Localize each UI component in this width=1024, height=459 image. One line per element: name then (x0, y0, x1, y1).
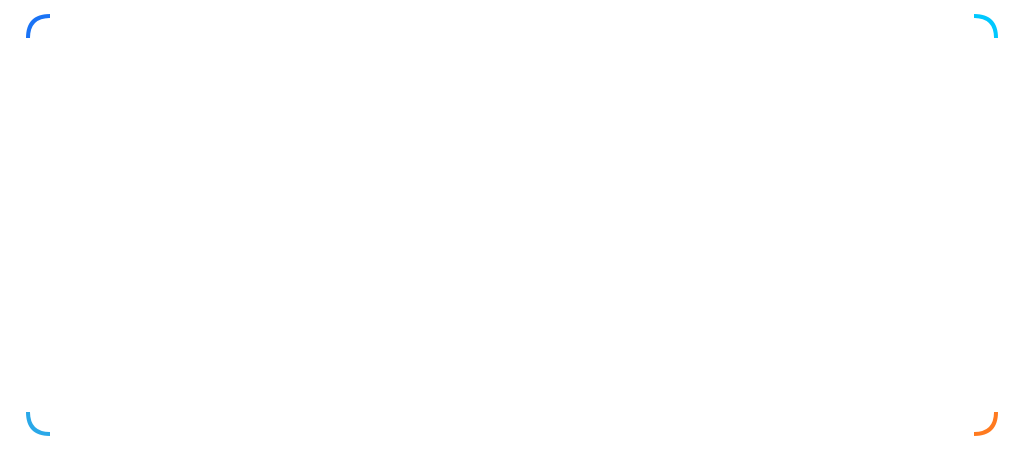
frame-bottom-left-corner (26, 411, 51, 436)
empty-content-area (30, 18, 994, 432)
frame-bottom-right-corner (973, 411, 998, 436)
frame-top-right-corner (973, 14, 998, 39)
frame-top-left-corner (26, 14, 51, 39)
